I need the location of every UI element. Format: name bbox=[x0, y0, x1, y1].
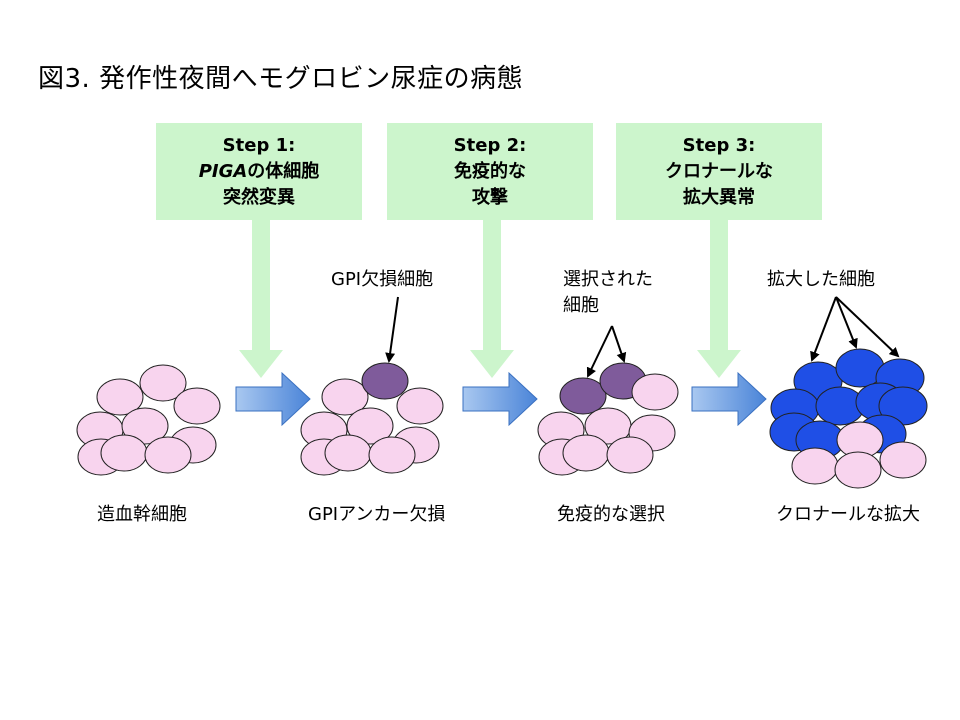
cell-cluster-immune-selection bbox=[537, 362, 679, 476]
step-3-line3: 拡大異常 bbox=[683, 186, 755, 208]
normal-cell bbox=[321, 378, 369, 416]
step-1-box: Step 1: PIGAの体細胞 突然変異 bbox=[156, 123, 362, 220]
gpi-deficient-cell bbox=[361, 362, 409, 400]
step-2-line3: 攻撃 bbox=[472, 186, 508, 208]
expanded-cell-pointer-3 bbox=[835, 296, 900, 358]
normal-cell bbox=[346, 407, 394, 445]
normal-cell bbox=[631, 373, 679, 411]
step-3-line2: クロナールな bbox=[665, 160, 773, 182]
step-1-heading: Step 1: bbox=[222, 134, 296, 156]
gpi-deficient-cell bbox=[559, 377, 607, 415]
normal-cell bbox=[96, 378, 144, 416]
selected-cell-pointer-1 bbox=[586, 325, 613, 378]
selected-cell-label-line1: 選択された bbox=[563, 269, 653, 290]
normal-cell bbox=[834, 451, 882, 489]
expanded-cell-pointer-2 bbox=[835, 296, 858, 349]
step-2-box: Step 2: 免疫的な 攻撃 bbox=[387, 123, 593, 220]
page-title: 図3. 発作性夜間へモグロビン尿症の病態 bbox=[38, 64, 524, 94]
selected-cell-pointer-2 bbox=[611, 325, 627, 363]
normal-cell bbox=[139, 364, 187, 402]
step-3-box: Step 3: クロナールな 拡大異常 bbox=[616, 123, 822, 220]
step-2-line2: 免疫的な bbox=[454, 160, 526, 182]
normal-cell bbox=[791, 447, 839, 485]
normal-cell bbox=[562, 434, 610, 472]
step-2-down-arrow bbox=[470, 220, 514, 378]
normal-cell bbox=[606, 436, 654, 474]
step-1-line3: 突然変異 bbox=[223, 186, 295, 208]
normal-cell bbox=[121, 407, 169, 445]
step-1-down-arrow bbox=[239, 220, 283, 378]
normal-cell bbox=[100, 434, 148, 472]
stage-label-gpi-deficiency: GPIアンカー欠損 bbox=[308, 504, 446, 525]
stage-label-clonal-expansion: クロナールな拡大 bbox=[776, 504, 920, 525]
cell-cluster-stem-cells bbox=[76, 364, 221, 476]
normal-cell bbox=[879, 441, 927, 479]
flow-arrow-2 bbox=[462, 371, 538, 427]
gpi-deficient-pointer bbox=[385, 296, 399, 363]
normal-cell bbox=[173, 387, 221, 425]
stage-label-stem-cells: 造血幹細胞 bbox=[97, 504, 187, 525]
flow-arrow-3 bbox=[691, 371, 767, 427]
step-1-line2: PIGAの体細胞 bbox=[199, 159, 320, 185]
normal-cell bbox=[324, 434, 372, 472]
step-3-down-arrow bbox=[697, 220, 741, 378]
step-2-heading: Step 2: bbox=[453, 134, 527, 156]
step-1-line2-text: の体細胞 bbox=[247, 160, 320, 182]
flow-arrow-1 bbox=[235, 371, 311, 427]
gpi-deficient-cell-label: GPI欠損細胞 bbox=[331, 269, 434, 290]
selected-cell-label-line2: 細胞 bbox=[563, 295, 599, 316]
step-1-gene-name: PIGA bbox=[198, 160, 248, 182]
cell-cluster-gpi-deficiency bbox=[300, 362, 444, 476]
step-3-heading: Step 3: bbox=[682, 134, 756, 156]
expanded-cell-pointer-1 bbox=[810, 296, 837, 362]
normal-cell bbox=[144, 436, 192, 474]
expanded-cell-label: 拡大した細胞 bbox=[767, 269, 875, 290]
normal-cell bbox=[396, 387, 444, 425]
cell-cluster-clonal-expansion bbox=[769, 348, 928, 489]
stage-label-immune-selection: 免疫的な選択 bbox=[557, 504, 665, 525]
normal-cell bbox=[368, 436, 416, 474]
